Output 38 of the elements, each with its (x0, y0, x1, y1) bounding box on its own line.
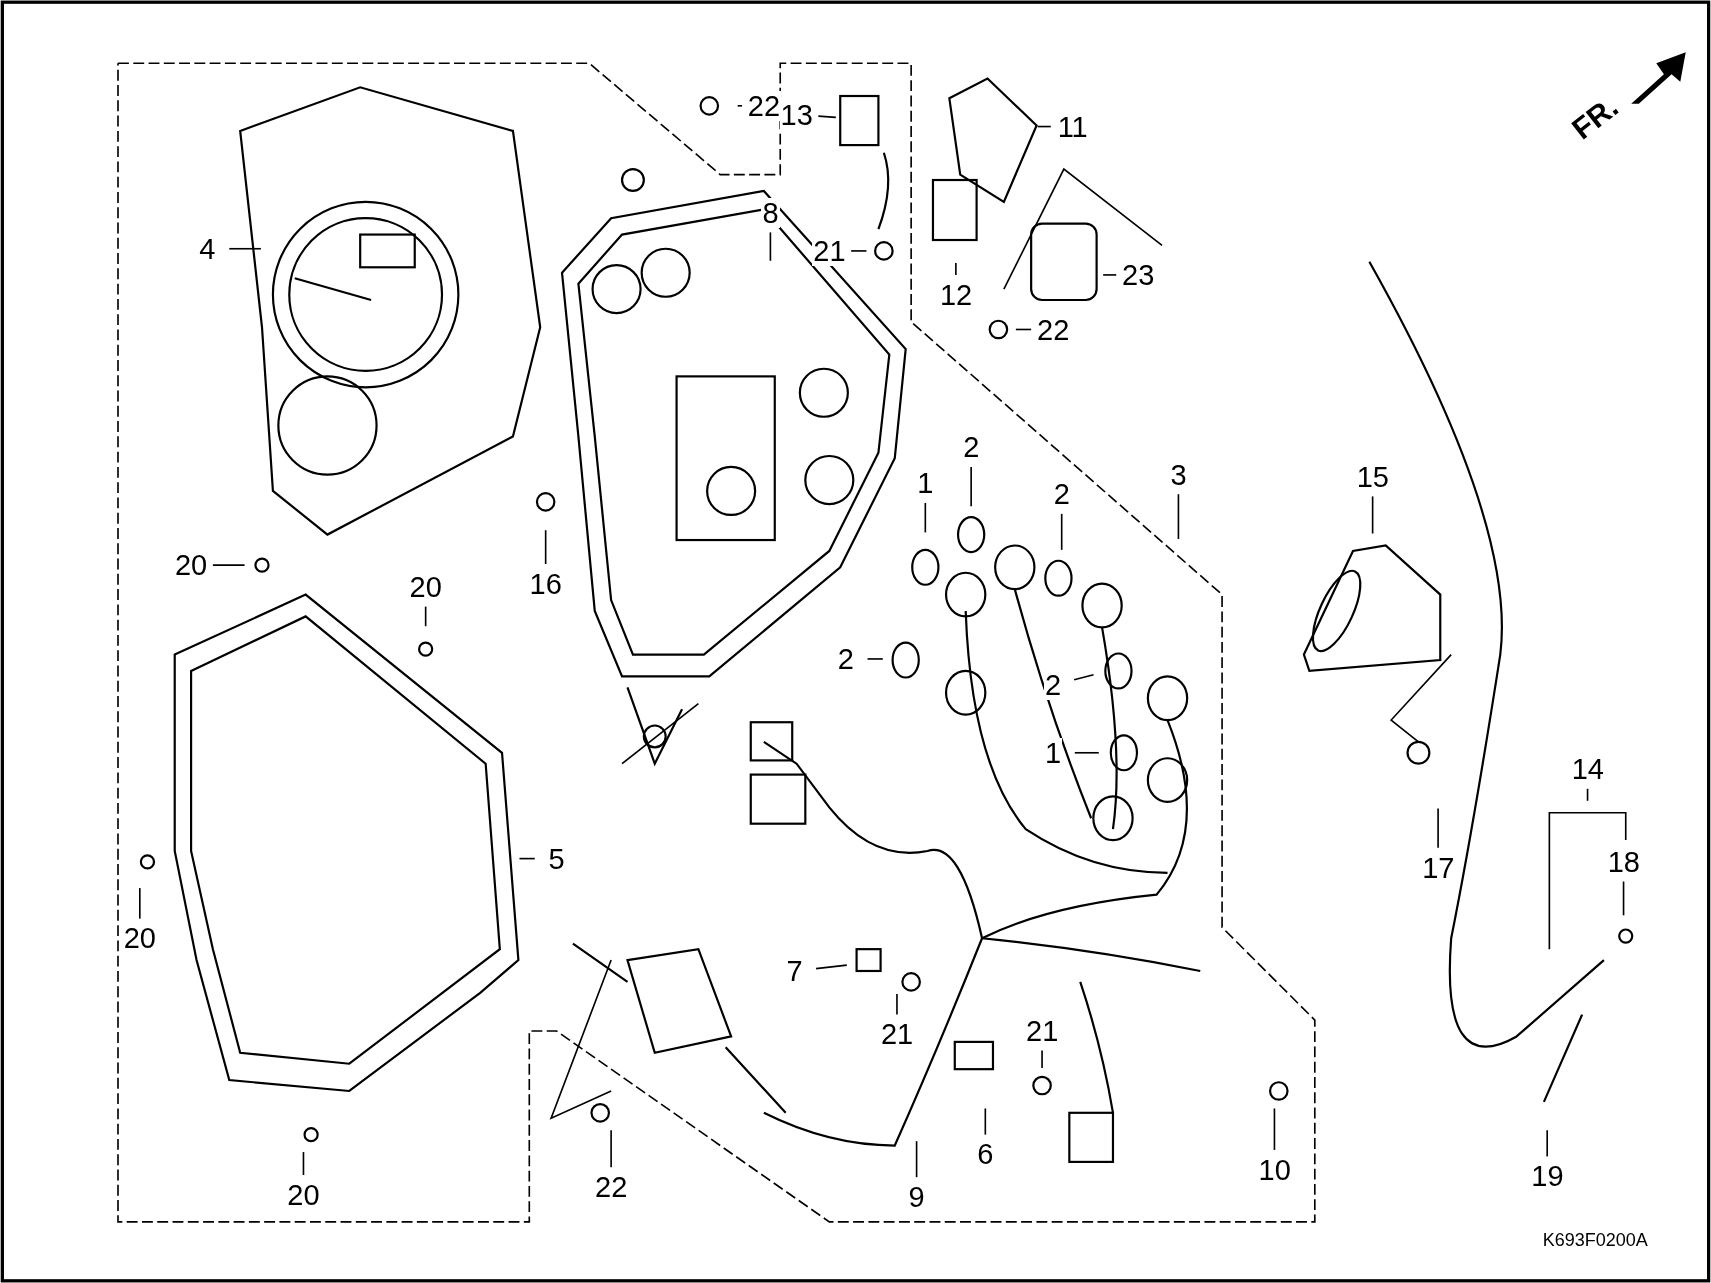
leader-line (1041, 1049, 1043, 1069)
leader-line (815, 964, 848, 970)
leader-line (817, 115, 837, 119)
leader-line (1073, 673, 1095, 681)
leader-line (610, 1129, 612, 1169)
leader-line (915, 1140, 918, 1178)
leader-line (1036, 125, 1052, 128)
leader-line (955, 262, 957, 276)
leader-line (1273, 1107, 1276, 1151)
leader-line (1060, 513, 1063, 551)
leader-line (970, 466, 972, 508)
leader-line (228, 247, 262, 250)
leader-line (1586, 787, 1589, 802)
callout-number: 22 (746, 90, 782, 121)
leader-line (1177, 493, 1180, 540)
leader-line (1437, 807, 1439, 849)
leader-line (139, 887, 141, 920)
leader-line (736, 105, 743, 107)
leader-line (1622, 880, 1625, 917)
leader-line (1371, 495, 1374, 535)
leader-line (302, 1151, 305, 1176)
leader-line (1102, 274, 1118, 276)
leader-line (896, 993, 898, 1016)
leader-line (866, 658, 884, 660)
leader-line (518, 857, 536, 860)
leader-line (1546, 1129, 1548, 1158)
direction-label: FR. (1566, 89, 1625, 147)
figure-code: K693F0200A (1542, 1230, 1648, 1252)
leader-line (212, 564, 246, 566)
leader-line (984, 1107, 987, 1136)
leader-line (924, 502, 927, 534)
leader-line (1073, 751, 1100, 754)
leader-line (850, 250, 868, 252)
leader-line (424, 605, 427, 628)
callout-number: 8 (761, 197, 780, 228)
leader-line (1015, 328, 1032, 331)
leader-line (544, 529, 547, 565)
leader-line (769, 231, 772, 262)
